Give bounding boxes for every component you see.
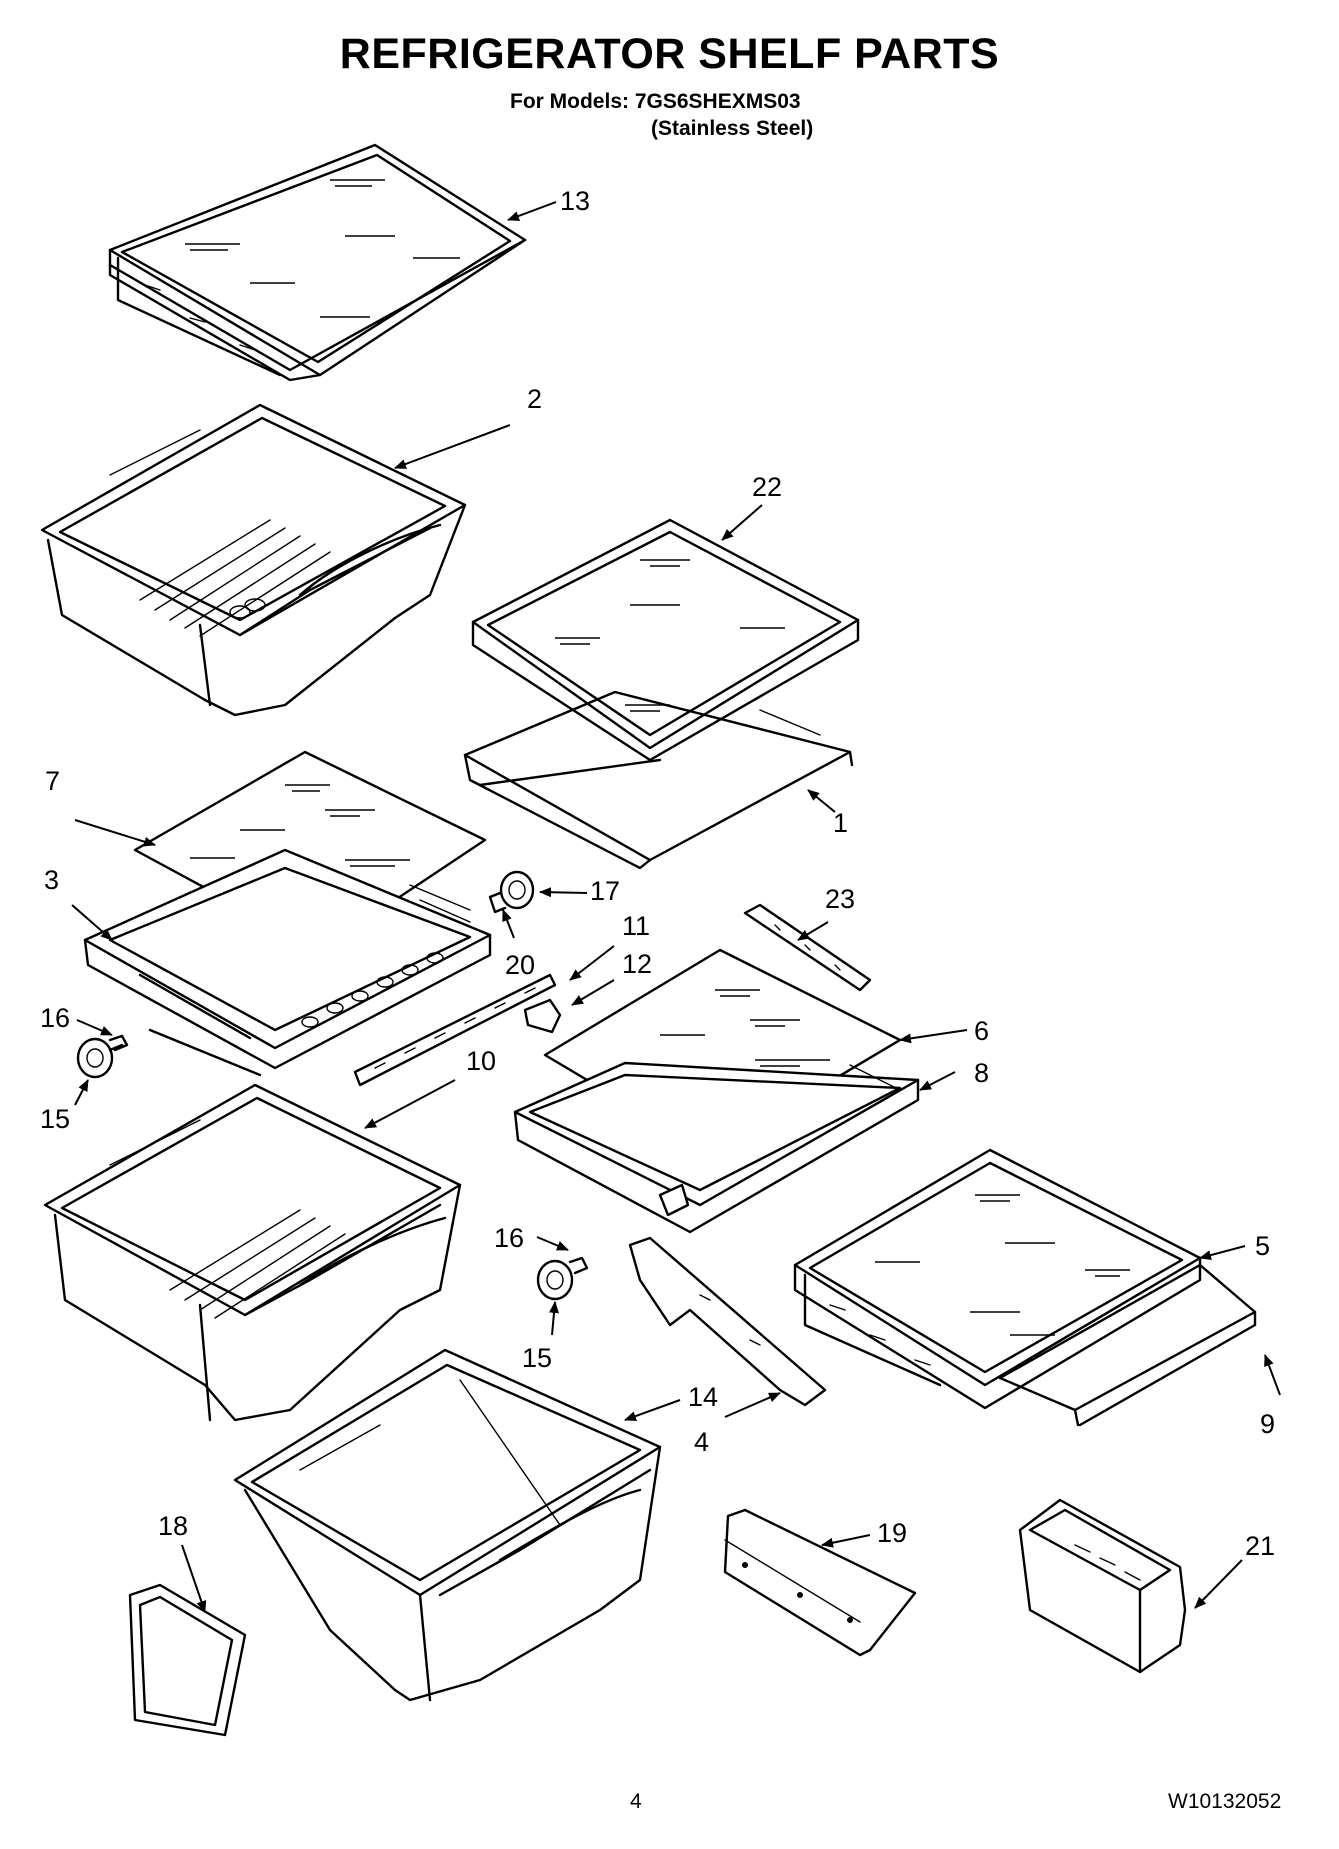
part-13-glass-shelf — [108, 143, 527, 382]
part-4-bracket — [628, 1236, 827, 1407]
callout-14: 14 — [688, 1382, 718, 1412]
part-17-roller — [488, 870, 535, 914]
part-22-glass-shelf — [471, 518, 860, 762]
callout-8: 8 — [974, 1058, 989, 1088]
part-19-bracket — [723, 1508, 917, 1657]
crisper-drawer-middle — [43, 1083, 462, 1422]
finish-line: (Stainless Steel) — [651, 117, 814, 140]
part-21-door-bin — [1018, 1498, 1187, 1674]
callout-labels: 13 2 22 1 7 17 3 20 11 12 23 16 15 10 6 … — [40, 186, 1275, 1561]
callout-11: 11 — [622, 911, 650, 941]
callout-20: 20 — [505, 950, 535, 980]
part-16-axle-left — [108, 1034, 129, 1052]
callout-15-left: 15 — [40, 1104, 70, 1134]
document-number: W10132052 — [1168, 1790, 1282, 1813]
part-5-glass-shelf — [793, 1148, 1202, 1410]
page-number: 4 — [630, 1790, 642, 1813]
callout-10: 10 — [466, 1046, 496, 1076]
callout-15-center: 15 — [522, 1343, 552, 1373]
callout-18: 18 — [158, 1511, 188, 1541]
callout-3: 3 — [44, 865, 59, 895]
part-23-rail — [743, 903, 872, 992]
callout-4: 4 — [694, 1427, 709, 1457]
callout-5: 5 — [1255, 1231, 1270, 1261]
part-8-shelf-frame — [513, 1061, 920, 1234]
part-1-shelf-frame — [463, 690, 854, 870]
page-title: REFRIGERATOR SHELF PARTS — [339, 30, 1000, 78]
callout-13: 13 — [560, 186, 590, 216]
callout-16-center: 16 — [494, 1223, 524, 1253]
callout-9: 9 — [1260, 1409, 1275, 1439]
callout-6: 6 — [974, 1016, 989, 1046]
callout-22: 22 — [752, 472, 782, 502]
callout-17: 17 — [590, 876, 620, 906]
part-9-shelf-frame — [998, 1263, 1257, 1427]
part-18-panel — [128, 1583, 247, 1737]
callout-16-left: 16 — [40, 1003, 70, 1033]
part-15-roller-center — [536, 1259, 574, 1301]
part-11-rail — [353, 973, 557, 1087]
part-12-clip — [523, 998, 562, 1034]
models-line: For Models: 7GS6SHEXMS03 — [510, 90, 801, 113]
part-14-bottom-drawer — [233, 1348, 662, 1702]
callout-21: 21 — [1245, 1531, 1275, 1561]
part-15-roller-left — [76, 1037, 124, 1079]
callout-19: 19 — [877, 1518, 907, 1548]
part-3-shelf-frame — [83, 848, 492, 1077]
callout-1: 1 — [833, 808, 848, 838]
callout-12: 12 — [622, 949, 652, 979]
leader-arrows — [71, 201, 1281, 1613]
part-2-crisper-drawer — [40, 403, 467, 717]
callout-2: 2 — [527, 384, 542, 414]
callout-7: 7 — [45, 766, 60, 796]
callout-23: 23 — [825, 884, 855, 914]
part-16-axle-center — [568, 1256, 589, 1275]
